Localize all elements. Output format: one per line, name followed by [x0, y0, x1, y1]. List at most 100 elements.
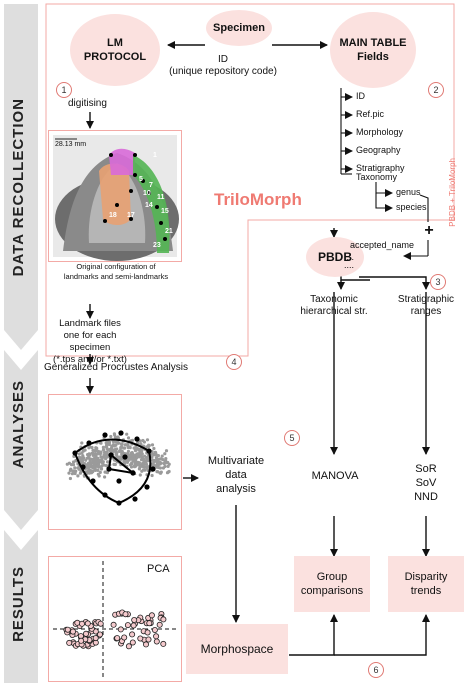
gpa-point [99, 467, 104, 471]
pca-point [160, 616, 167, 623]
dots-2: .... [344, 260, 355, 270]
gpa-point [145, 438, 150, 442]
gpa-point [77, 452, 81, 456]
gpa-point [101, 445, 105, 449]
taxonomy-genus: genus [396, 187, 421, 197]
gpa-point [143, 465, 147, 469]
gpa-point [112, 443, 116, 447]
multivariate-analysis-label: Multivariate data analysis [207, 455, 265, 495]
landmark-number-5: 5 [139, 176, 143, 183]
gpa-point [95, 446, 99, 450]
pca-plot-frame: PCA [48, 556, 182, 682]
gpa-point [100, 464, 104, 468]
gpa-point [98, 470, 102, 474]
landmark-number-11: 11 [157, 194, 165, 201]
gpa-point [88, 458, 92, 462]
gpa-point [144, 460, 148, 464]
landmark-number-15: 15 [161, 208, 169, 215]
gpa-point [126, 449, 130, 453]
gpa-point [71, 469, 75, 473]
gpa-point [151, 458, 155, 462]
gpa-point [101, 448, 106, 452]
trilobite-photo [53, 135, 179, 261]
gpa-point [88, 468, 92, 473]
gpa-point [88, 453, 92, 457]
gpa-point [129, 465, 134, 469]
gpa-point [90, 445, 94, 450]
accepted-name-label: accepted_name [350, 240, 415, 250]
landmark-number-17: 17 [127, 212, 135, 219]
gpa-point [112, 448, 116, 452]
gpa-point [161, 466, 165, 470]
gpa-point [80, 441, 84, 445]
gpa-point [97, 450, 101, 454]
stage-arrow-data-recollection [4, 4, 38, 350]
manova-label: MANOVA [311, 470, 359, 482]
gpa-point [101, 460, 105, 464]
gpa-point [98, 458, 102, 462]
dots-1: .... [344, 252, 355, 262]
pca-point [148, 612, 155, 619]
landmark-number-18: 18 [109, 212, 117, 219]
gpa-point [80, 459, 84, 463]
pca-point [131, 617, 138, 624]
gpa-point [104, 464, 108, 468]
landmark-number-21: 21 [165, 228, 173, 235]
pca-point [129, 631, 136, 638]
gpa-point [152, 453, 156, 457]
gpa-point [93, 458, 97, 462]
gpa-point [105, 454, 109, 459]
gpa-point [97, 465, 101, 469]
gpa-point [144, 462, 149, 466]
pca-point [145, 636, 152, 643]
gpa-plot-frame [48, 394, 182, 530]
gpa-point [102, 454, 106, 458]
gpa-point [154, 451, 158, 455]
main-table-node: MAIN TABLE Fields [330, 12, 416, 88]
gpa-point [86, 462, 90, 466]
pca-point [156, 621, 163, 628]
group-comparisons-box: Group comparisons [294, 556, 370, 612]
gpa-point [159, 457, 163, 461]
landmark-number-1: 1 [153, 152, 157, 159]
pca-point [153, 633, 160, 640]
gpa-point [122, 460, 126, 464]
gpa-superimposition [65, 430, 171, 506]
gpa-point [103, 475, 107, 479]
gpa-point [131, 454, 135, 458]
mean-landmark [122, 454, 128, 460]
original-configuration-caption: Original configuration of landmarks and … [63, 262, 169, 281]
gpa-point [132, 446, 136, 450]
landmark-number-23: 23 [153, 242, 161, 249]
pca-point [64, 626, 71, 633]
gpa-point [138, 447, 142, 451]
gpa-point [147, 443, 151, 447]
morphospace-box: Morphospace [186, 624, 288, 674]
gpa-point [80, 451, 84, 455]
pca-point [83, 630, 90, 637]
gpa-point [124, 459, 128, 463]
pca-point [121, 634, 128, 641]
trilomorph-label: TriloMorph [214, 190, 302, 209]
table-field-refpic: Ref.pic [356, 109, 385, 119]
gpa-point [150, 443, 155, 447]
table-field-taxonomy: Taxonomy [356, 172, 398, 182]
gpa-point [83, 448, 87, 452]
gpa-point [84, 458, 88, 462]
gpa-point [95, 464, 99, 468]
landmark-number-10: 10 [143, 190, 151, 197]
gpa-point [107, 441, 111, 446]
step-number-3: 3 [430, 274, 446, 290]
gpa-point [156, 454, 160, 458]
gpa-point [137, 455, 141, 459]
table-field-morphology: Morphology [356, 127, 404, 137]
gpa-point [115, 440, 119, 444]
gpa-point [163, 452, 167, 456]
mean-shape-outline [74, 438, 152, 505]
gpa-point [91, 453, 95, 457]
gpa-point [69, 468, 73, 472]
gpa-point [158, 460, 162, 464]
gpa-point [125, 432, 129, 436]
